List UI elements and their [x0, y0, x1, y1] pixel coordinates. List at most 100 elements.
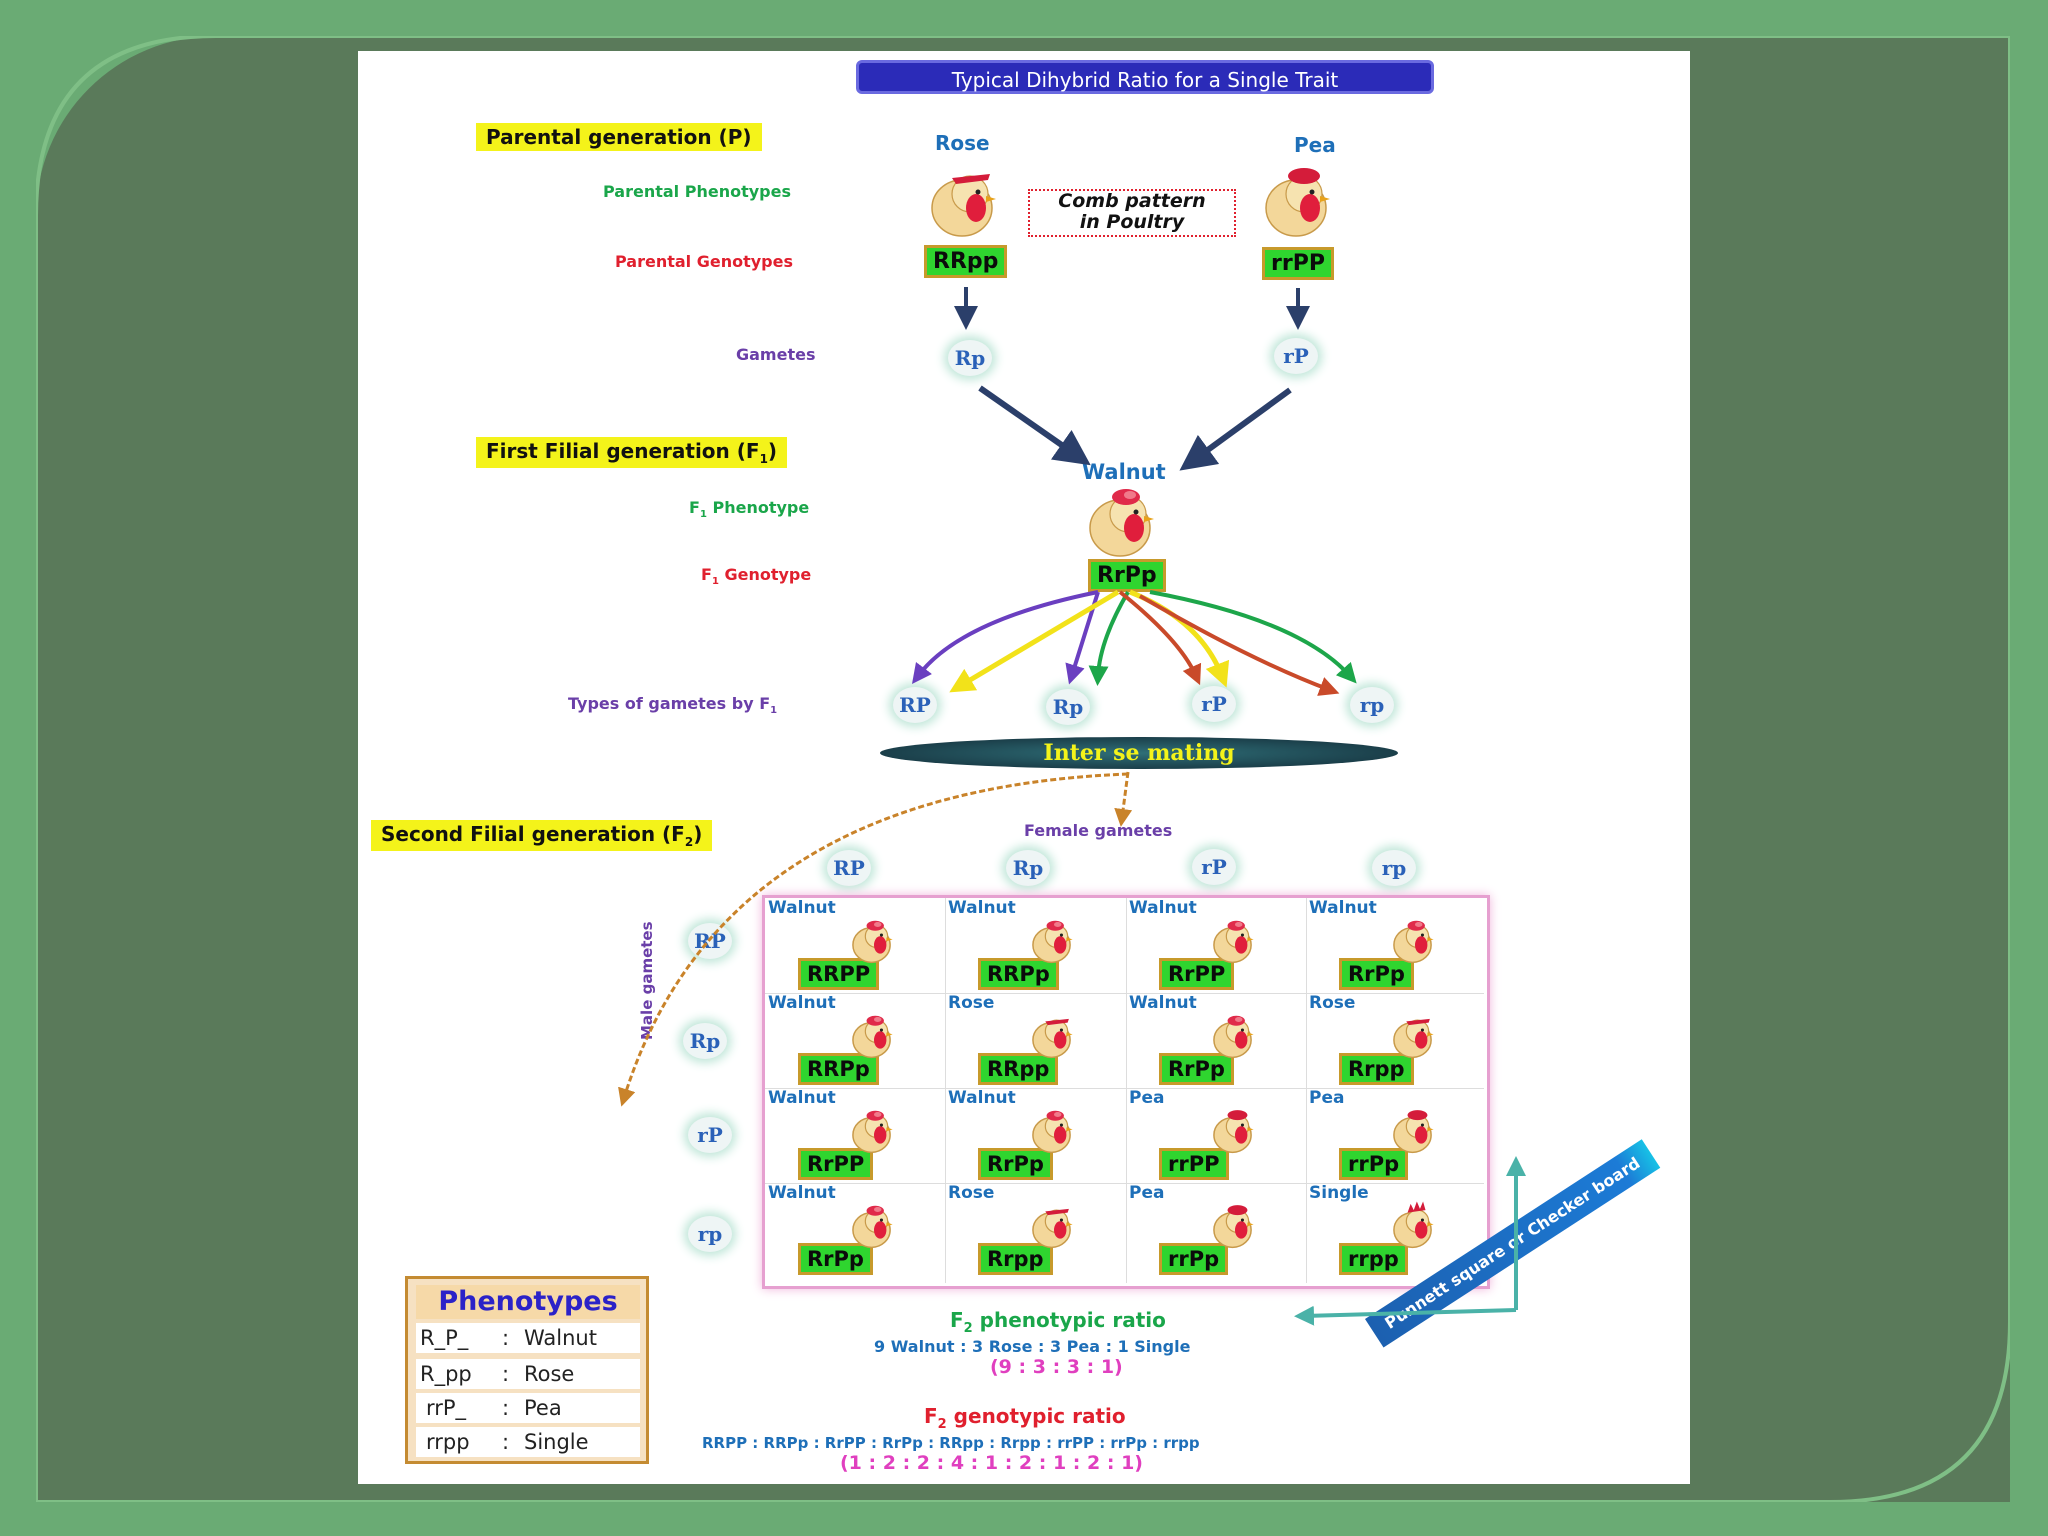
- rose-parent-name: Rose: [935, 131, 990, 155]
- pea-parent-name: Pea: [1294, 133, 1336, 157]
- grid-divider: [765, 1183, 1484, 1184]
- rose-gamete: Rp: [948, 340, 992, 376]
- punnett-rooster-icon: [852, 1110, 893, 1154]
- phenotypes-legend: Phenotypes R_P_:Walnut R_pp:Rose rrP_:Pe…: [405, 1276, 649, 1464]
- punnett-cell-genotype: Rrpp: [1339, 1053, 1414, 1085]
- genotypic-ratio-text: RRPP : RRPp : RrPP : RrPp : RRpp : Rrpp …: [702, 1434, 1200, 1452]
- punnett-cell-phenotype: Single: [1309, 1183, 1369, 1203]
- mating-female-arrow: [1114, 771, 1133, 827]
- punnett-rooster-icon: [1213, 1205, 1254, 1249]
- punnett-cell-phenotype: Walnut: [948, 898, 1016, 918]
- punnett-cell-phenotype: Walnut: [1309, 898, 1377, 918]
- gamete-arrow-red: [1118, 590, 1202, 686]
- punnett-rooster-icon: [1032, 1018, 1073, 1059]
- punnett-rooster-icon: [1213, 1110, 1254, 1154]
- punnett-cell-phenotype: Walnut: [768, 993, 836, 1013]
- punnett-cell-phenotype: Walnut: [768, 1183, 836, 1203]
- punnett-rooster-icon: [1213, 920, 1254, 964]
- punnett-cell-genotype: Rrpp: [978, 1243, 1053, 1275]
- note-line-2: in Poultry: [1079, 211, 1185, 233]
- legend-row: rrP_:Pea: [416, 1393, 640, 1423]
- female-gamete-rp: rp: [1372, 850, 1416, 886]
- pea-parent-genotype: rrPP: [1262, 247, 1334, 280]
- male-gamete-rP: rP: [688, 1117, 732, 1153]
- punnett-cell-phenotype: Walnut: [768, 898, 836, 918]
- punnett-rooster-icon: [1393, 1201, 1434, 1249]
- f1-gamete-rP: rP: [1192, 686, 1236, 722]
- punnett-cell-genotype: RrPp: [798, 1243, 873, 1275]
- rose-to-f1-arrow: [978, 385, 1091, 466]
- f1-heading: First Filial generation (F1): [476, 437, 788, 468]
- grid-divider: [1306, 898, 1307, 1283]
- pea-gamete: rP: [1274, 338, 1318, 374]
- male-gamete-rp: rp: [688, 1216, 732, 1252]
- f1-gamete-Rp: Rp: [1046, 689, 1090, 725]
- punnett-rooster-icon: [1393, 920, 1434, 964]
- phenotypic-ratio-numbers: (9 : 3 : 3 : 1): [990, 1356, 1123, 1378]
- phenotypic-ratio-text: 9 Walnut : 3 Rose : 3 Pea : 1 Single: [874, 1337, 1191, 1356]
- punnett-rooster-icon: [1032, 1110, 1073, 1154]
- f1-phenotype-name: Walnut: [1082, 460, 1166, 484]
- ratio-left-arrow: [1294, 1305, 1517, 1326]
- f2-heading: Second Filial generation (F2): [371, 820, 713, 851]
- punnett-rooster-icon: [1393, 1018, 1434, 1059]
- punnett-cell-phenotype: Walnut: [1129, 898, 1197, 918]
- punnett-cell-genotype: RrPp: [1159, 1053, 1234, 1085]
- punnett-rooster-icon: [852, 1015, 893, 1059]
- punnett-rooster-icon: [852, 920, 893, 964]
- gamete-arrow-green: [1149, 590, 1357, 684]
- punnett-rooster-icon: [1032, 1208, 1073, 1249]
- walnut-rooster-icon: [1089, 489, 1154, 557]
- punnett-cell-genotype: RRpp: [978, 1053, 1059, 1085]
- parental-genotypes-label: Parental Genotypes: [615, 252, 793, 271]
- punnett-rooster-icon: [1032, 920, 1073, 964]
- legend-row: rrpp:Single: [416, 1427, 640, 1457]
- gamete-arrow-green: [1088, 590, 1130, 686]
- male-gamete-RP: RP: [688, 923, 732, 959]
- punnett-cell-phenotype: Walnut: [1129, 993, 1197, 1013]
- gamete-arrow-red: [1138, 594, 1340, 696]
- punnett-rooster-icon: [1393, 1110, 1434, 1154]
- grid-divider: [945, 898, 946, 1283]
- punnett-cell-phenotype: Walnut: [768, 1088, 836, 1108]
- punnett-cell-phenotype: Walnut: [948, 1088, 1016, 1108]
- legend-title: Phenotypes: [416, 1285, 640, 1319]
- phenotypic-ratio-title: F2 phenotypic ratio: [950, 1308, 1166, 1336]
- gametes-label: Gametes: [736, 345, 816, 364]
- female-gamete-Rp: Rp: [1006, 850, 1050, 886]
- female-gamete-rP: rP: [1192, 849, 1236, 885]
- grid-divider: [1126, 898, 1127, 1283]
- punnett-cell-phenotype: Pea: [1309, 1088, 1345, 1108]
- female-gametes-label: Female gametes: [1024, 821, 1173, 840]
- punnett-cell-genotype: rrPp: [1159, 1243, 1229, 1275]
- note-line-1: Comb pattern: [1058, 190, 1206, 212]
- diagram-title: Typical Dihybrid Ratio for a Single Trai…: [856, 60, 1434, 94]
- punnett-cell-genotype: RrPP: [798, 1148, 874, 1180]
- rose-rooster-icon: [931, 174, 996, 237]
- grid-divider: [765, 993, 1484, 994]
- f1-gametes-label: Types of gametes by F1: [568, 694, 778, 717]
- f1-phenotype-label: F1 Phenotype: [689, 498, 810, 521]
- gamete-arrow-purple: [911, 590, 1099, 684]
- punnett-cell-phenotype: Pea: [1129, 1088, 1165, 1108]
- punnett-rooster-icon: [852, 1205, 893, 1249]
- genotypic-ratio-numbers: (1 : 2 : 2 : 4 : 1 : 2 : 1 : 2 : 1): [840, 1452, 1143, 1474]
- punnett-cell-phenotype: Rose: [1309, 993, 1356, 1013]
- female-gamete-RP: RP: [827, 850, 871, 886]
- punnett-cell-genotype: rrpp: [1339, 1243, 1408, 1275]
- f1-gamete-rp: rp: [1350, 687, 1394, 723]
- f1-genotype-label: F1 Genotype: [701, 565, 812, 588]
- genotypic-ratio-title: F2 genotypic ratio: [924, 1404, 1126, 1432]
- parental-heading: Parental generation (P): [476, 123, 762, 151]
- pea-to-f1-arrow: [1179, 387, 1292, 471]
- punnett-cell-genotype: RRPp: [798, 1053, 879, 1085]
- male-gamete-Rp: Rp: [683, 1023, 727, 1059]
- mating-male-arrow: [618, 772, 1129, 1107]
- grid-divider: [765, 1088, 1484, 1089]
- legend-row: R_P_:Walnut: [416, 1323, 640, 1353]
- punnett-cell-phenotype: Pea: [1129, 1183, 1165, 1203]
- punnett-cell-genotype: RrPp: [1339, 958, 1414, 990]
- rose-parent-genotype: RRpp: [924, 245, 1008, 278]
- punnett-cell-genotype: RrPp: [978, 1148, 1053, 1180]
